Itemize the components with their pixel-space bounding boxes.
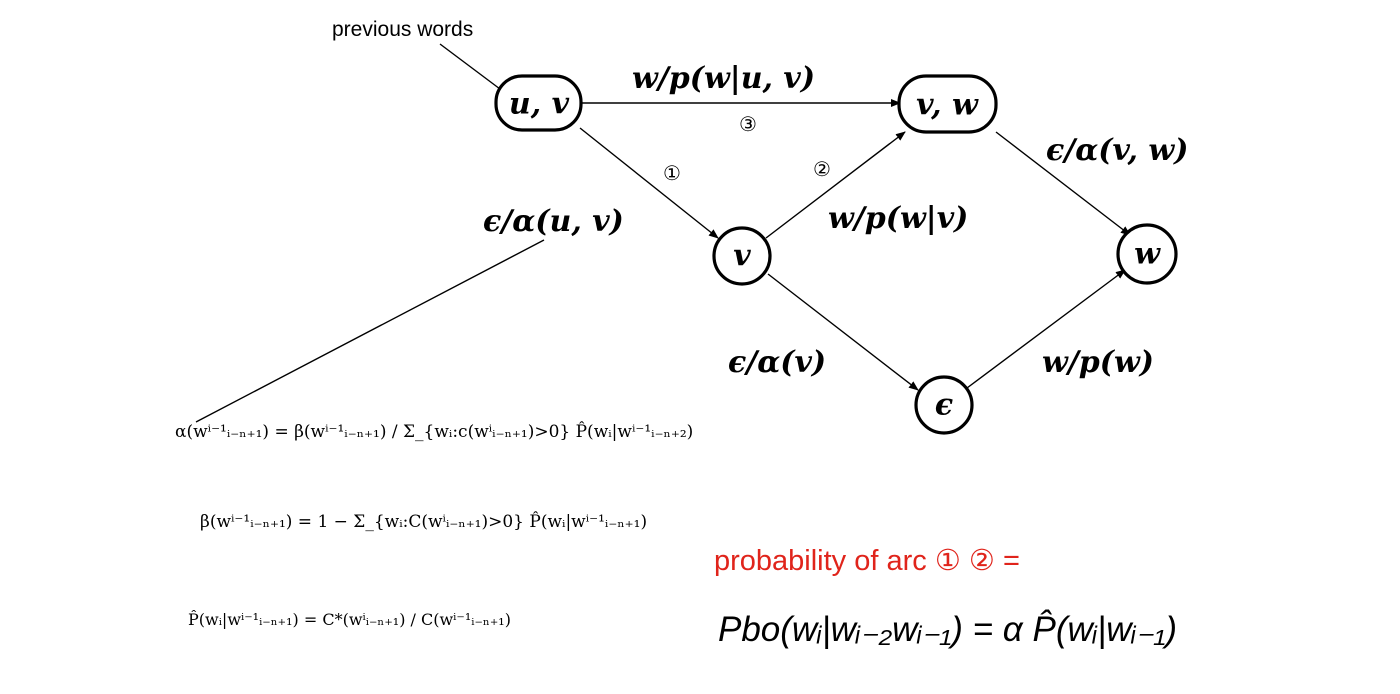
formula-pbo: Pbo(wᵢ|wᵢ₋₂wᵢ₋₁) = α P̂(wᵢ|wᵢ₋₁) <box>718 610 1178 649</box>
marker-1: ① <box>663 161 681 185</box>
callout-previous-words-line <box>439 43 505 93</box>
node-w-label: w <box>1134 237 1161 272</box>
marker-3: ③ <box>739 112 757 136</box>
probability-note: probability of arc ① ② = <box>714 545 1020 577</box>
edge-label-v-to-eps: ϵ/α(v) <box>728 345 826 380</box>
edge-label-v-to-vw: w/p(w|v) <box>828 201 968 236</box>
node-eps <box>914 375 974 435</box>
node-v-label: v <box>733 239 751 274</box>
edge-eps-to-w <box>966 269 1126 389</box>
edge-label-vw-to-w: ϵ/α(v, w) <box>1046 133 1188 168</box>
node-v <box>712 226 772 286</box>
formula-alpha: α(wⁱ⁻¹ᵢ₋ₙ₊₁) = β(wⁱ⁻¹ᵢ₋ₙ₊₁) / Σ_{wᵢ:c(wⁱ… <box>175 422 694 442</box>
callout-alpha-line <box>195 239 545 423</box>
node-vw <box>897 74 998 134</box>
edge-uv-to-v <box>579 127 719 239</box>
edge-vw-to-w <box>995 131 1131 236</box>
marker-2: ② <box>813 157 831 181</box>
formula-phat: P̂(wᵢ|wⁱ⁻¹ᵢ₋ₙ₊₁) = C*(wⁱᵢ₋ₙ₊₁) / C(wⁱ⁻¹ᵢ… <box>188 610 511 629</box>
node-w <box>1116 223 1178 285</box>
callout-previous-words: previous words <box>332 18 473 41</box>
edge-v-to-vw <box>765 131 906 239</box>
node-uv-label: u, v <box>509 87 570 122</box>
edge-label-uv-to-vw: w/p(w|u, v) <box>632 61 815 96</box>
edge-v-to-eps <box>767 273 919 391</box>
edge-label-uv-to-v: ϵ/α(u, v) <box>483 204 624 239</box>
formula-beta: β(wⁱ⁻¹ᵢ₋ₙ₊₁) = 1 − Σ_{wᵢ:C(wⁱᵢ₋ₙ₊₁)>0} P… <box>200 512 648 532</box>
node-vw-label: v, w <box>916 88 979 123</box>
node-uv <box>494 74 583 132</box>
edge-label-eps-to-w: w/p(w) <box>1042 345 1154 380</box>
node-eps-label: ϵ <box>935 388 953 423</box>
